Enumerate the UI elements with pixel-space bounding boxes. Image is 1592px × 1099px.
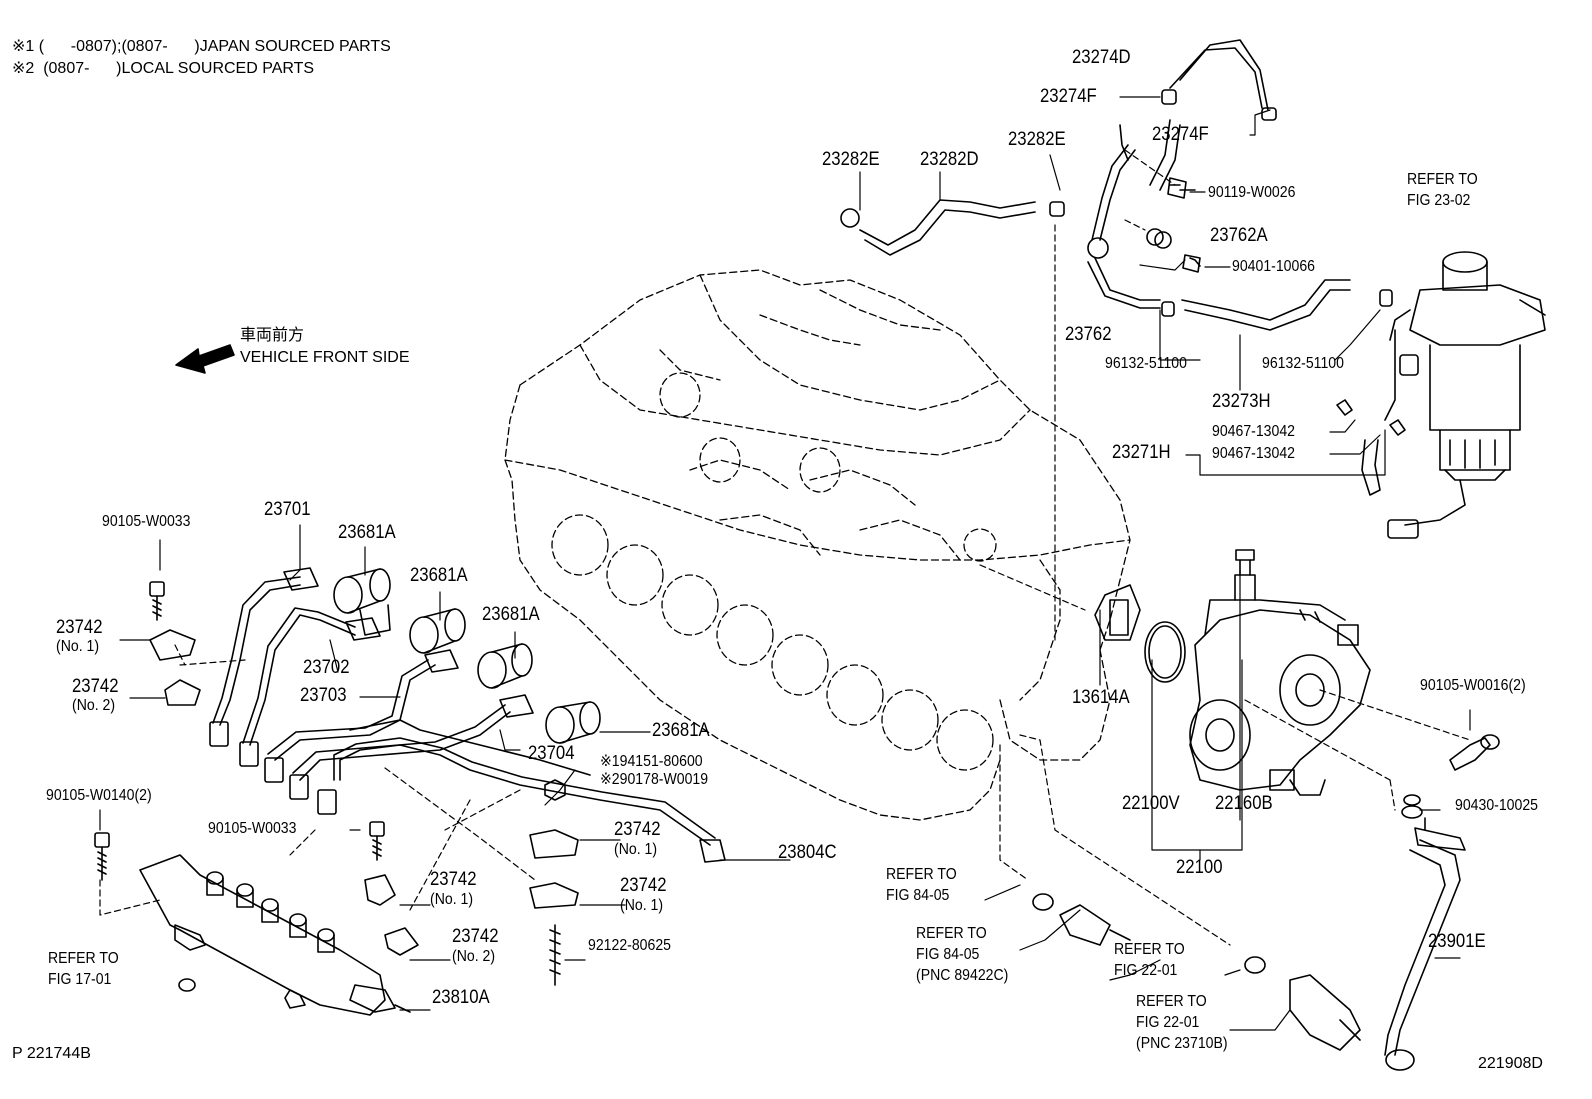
part-sub-label-no1: (No. 1) (56, 638, 100, 655)
part-label-23704[interactable]: 23704 (528, 743, 575, 764)
part-label-90119-W0026[interactable]: 90119-W0026 (1208, 184, 1296, 201)
refer-fig-84-05-line1[interactable]: REFER TO (886, 866, 957, 883)
engine-block-outline (504, 269, 1131, 821)
part-label-194151-80600[interactable]: ※194151-80600 (600, 753, 703, 770)
refer-fig-84-05-pnc-line1[interactable]: REFER TO (916, 925, 987, 942)
direction-label-jp: 車両前方 (240, 327, 305, 344)
part-label-23702[interactable]: 23702 (303, 657, 350, 678)
part-label-23742[interactable]: 23742 (614, 819, 661, 840)
part-label-90467-13042[interactable]: 90467-13042 (1212, 445, 1295, 462)
common-rail (139, 854, 411, 1016)
part-label-23901E[interactable]: 23901E (1428, 931, 1486, 952)
leader-lines (99, 96, 1471, 1031)
refer-fig-17-01-line2[interactable]: FIG 17-01 (48, 971, 112, 988)
part-label-22100[interactable]: 22100 (1176, 857, 1223, 878)
refer-fig-22-01-pnc-line1[interactable]: REFER TO (1136, 993, 1207, 1010)
fuel-hoses (859, 39, 1466, 526)
part-label-90430-10025[interactable]: 90430-10025 (1455, 797, 1538, 814)
part-label-23742[interactable]: 23742 (430, 869, 477, 890)
refer-fig-23-02-line1[interactable]: REFER TO (1407, 171, 1478, 188)
direction-label-en: VEHICLE FRONT SIDE (240, 349, 410, 366)
pipe-connectors (209, 567, 726, 863)
figure-code-left: P 221744B (12, 1045, 91, 1062)
part-sub-label-no2: (No. 2) (452, 948, 496, 965)
bolts (94, 184, 1500, 992)
refer-fig-84-05-pnc-line2[interactable]: FIG 84-05 (916, 946, 980, 963)
part-label-23274F[interactable]: 23274F (1040, 86, 1097, 107)
part-label-23681A[interactable]: 23681A (482, 604, 540, 625)
figure-code-right: 221908D (1478, 1055, 1543, 1072)
plug-caps (333, 568, 601, 744)
part-label-90105-W0033[interactable]: 90105-W0033 (208, 820, 297, 837)
part-label-23762A[interactable]: 23762A (1210, 225, 1268, 246)
refer-fig-22-01-pnc-line3[interactable]: (PNC 23710B) (1136, 1035, 1228, 1052)
refer-fig-22-01-line2[interactable]: FIG 22-01 (1114, 962, 1178, 979)
header-note-2: ※2 (0807- )LOCAL SOURCED PARTS (12, 60, 315, 77)
part-label-23810A[interactable]: 23810A (432, 987, 490, 1008)
part-label-23742[interactable]: 23742 (620, 875, 667, 896)
part-label-23271H[interactable]: 23271H (1112, 442, 1171, 463)
vehicle-front-arrow-icon (175, 344, 235, 374)
part-label-22100V[interactable]: 22100V (1122, 793, 1180, 814)
part-label-96132-51100[interactable]: 96132-51100 (1105, 355, 1187, 372)
part-label-23804C[interactable]: 23804C (778, 842, 837, 863)
part-label-96132-51100[interactable]: 96132-51100 (1262, 355, 1344, 372)
refer-fig-22-01-pnc-line2[interactable]: FIG 22-01 (1136, 1014, 1200, 1031)
part-label-23282D[interactable]: 23282D (920, 149, 979, 170)
part-label-90467-13042[interactable]: 90467-13042 (1212, 423, 1295, 440)
part-sub-label-no1: (No. 1) (430, 891, 474, 908)
part-label-23681A[interactable]: 23681A (410, 565, 468, 586)
part-sub-label-no1: (No. 1) (620, 897, 664, 914)
part-label-13614A[interactable]: 13614A (1072, 687, 1130, 708)
part-label-23742[interactable]: 23742 (72, 676, 119, 697)
part-label-90105-W0140[interactable]: 90105-W0140(2) (46, 787, 152, 804)
return-hose (1384, 817, 1466, 1071)
sensors (1032, 893, 1361, 1051)
refer-fig-17-01-line1[interactable]: REFER TO (48, 950, 119, 967)
part-label-23273H[interactable]: 23273H (1212, 391, 1271, 412)
refer-fig-23-02-line2[interactable]: FIG 23-02 (1407, 192, 1471, 209)
part-label-23274D[interactable]: 23274D (1072, 47, 1131, 68)
part-label-23282E[interactable]: 23282E (822, 149, 880, 170)
seals (1094, 584, 1186, 683)
injection-pipes (212, 576, 716, 846)
part-label-23742[interactable]: 23742 (56, 617, 103, 638)
part-label-23762[interactable]: 23762 (1065, 324, 1112, 345)
refer-fig-84-05-line2[interactable]: FIG 84-05 (886, 887, 950, 904)
part-label-23742[interactable]: 23742 (452, 926, 499, 947)
part-label-90105-W0033[interactable]: 90105-W0033 (102, 513, 191, 530)
part-label-290178-W0019[interactable]: ※290178-W0019 (600, 771, 709, 788)
part-label-90401-10066[interactable]: 90401-10066 (1232, 258, 1315, 275)
refer-fig-22-01-line1[interactable]: REFER TO (1114, 941, 1185, 958)
part-label-23701[interactable]: 23701 (264, 499, 311, 520)
injection-pump (1189, 549, 1371, 796)
fuel-filter (1387, 251, 1546, 539)
part-label-23681A[interactable]: 23681A (652, 720, 710, 741)
part-label-23681A[interactable]: 23681A (338, 522, 396, 543)
dashed-assembly-lines (99, 149, 1471, 946)
header-note-1: ※1 ( -0807);(0807- )JAPAN SOURCED PARTS (12, 38, 391, 55)
part-sub-label-no2: (No. 2) (72, 697, 116, 714)
clamps (840, 89, 1406, 436)
part-label-23282E[interactable]: 23282E (1008, 129, 1066, 150)
part-label-22160B[interactable]: 22160B (1215, 793, 1273, 814)
refer-fig-84-05-pnc-line3[interactable]: (PNC 89422C) (916, 967, 1009, 984)
pipe-clamps (149, 629, 579, 956)
part-label-23274F[interactable]: 23274F (1152, 124, 1209, 145)
part-label-92122-80625[interactable]: 92122-80625 (588, 937, 671, 954)
part-sub-label-no1: (No. 1) (614, 841, 658, 858)
part-label-90105-W0016[interactable]: 90105-W0016(2) (1420, 677, 1526, 694)
part-label-23703[interactable]: 23703 (300, 685, 347, 706)
